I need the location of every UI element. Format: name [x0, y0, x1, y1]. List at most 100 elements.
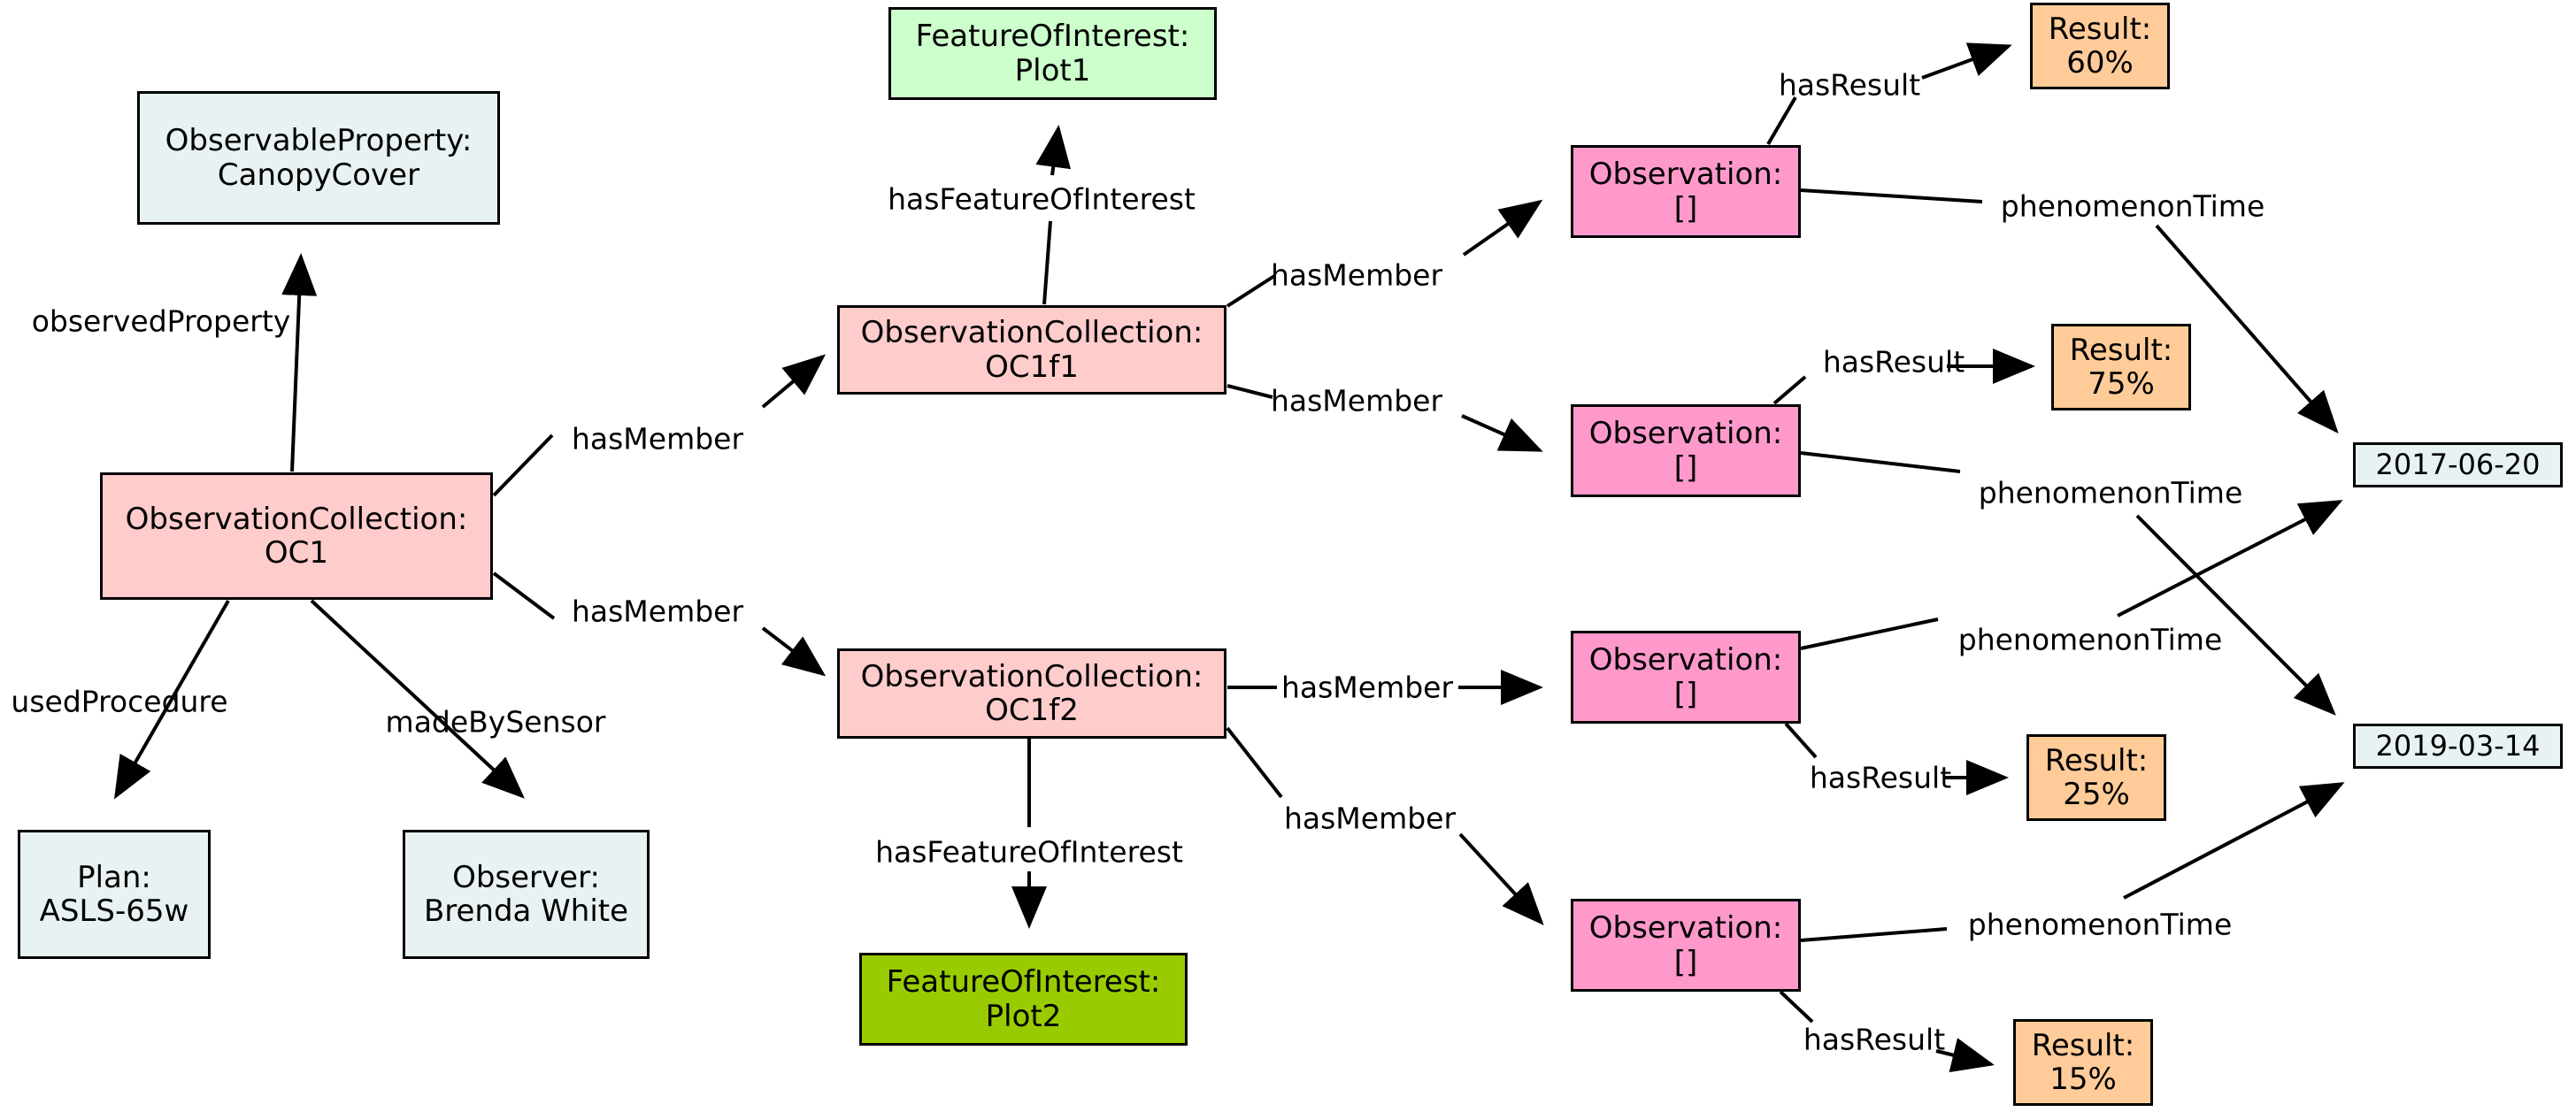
- node-observation-4-line1: Observation:: [1588, 910, 1783, 947]
- node-plot1-line1: FeatureOfInterest:: [915, 19, 1190, 55]
- node-observable-property-line2: CanopyCover: [217, 157, 420, 193]
- node-result-75-line2: 75%: [2088, 366, 2155, 402]
- node-observer-line2: Brenda White: [423, 893, 629, 929]
- edge-label-obs3-hasresult: hasResult: [1809, 760, 1952, 795]
- edge-label-obs4-phenomenontime: phenomenonTime: [1967, 907, 2233, 942]
- node-result-25-line1: Result:: [2044, 742, 2149, 778]
- node-observation-4-line2: []: [1673, 944, 1698, 980]
- edge-label-obs2-hasresult: hasResult: [1822, 344, 1965, 380]
- edge-oc1f1-hasfoi-a: [1042, 220, 1052, 305]
- edge-label-made-by-sensor: madeBySensor: [385, 704, 606, 740]
- node-plan-line1: Plan:: [77, 859, 151, 895]
- edge-oc1f1-hasmember-2a: [1226, 384, 1273, 399]
- edge-label-oc1-hasmember-2: hasMember: [571, 594, 744, 629]
- edge-oc1-hasmember-1a: [492, 433, 554, 497]
- node-observer[interactable]: Observer: Brenda White: [403, 830, 650, 959]
- node-result-75-line1: Result:: [2069, 332, 2173, 368]
- edge-obs2-phenomenontime-b: [2135, 514, 2336, 716]
- node-result-25[interactable]: Result: 25%: [2026, 734, 2166, 821]
- edge-label-oc1f1-hasfoi: hasFeatureOfInterest: [888, 181, 1196, 217]
- edge-obs3-phenomenontime-a: [1800, 617, 1939, 650]
- node-result-15[interactable]: Result: 15%: [2013, 1019, 2153, 1106]
- edge-oc1f1-hasmember-1b: [1462, 199, 1543, 257]
- edge-used-procedure: [114, 600, 230, 800]
- node-observation-4[interactable]: Observation: []: [1571, 899, 1801, 992]
- edge-obs4-hasresult-b: [1935, 1038, 1995, 1073]
- node-date-2019-03-14[interactable]: 2019-03-14: [2353, 724, 2563, 769]
- edge-label-obs1-phenomenontime: phenomenonTime: [2000, 188, 2265, 224]
- node-observation-collection-oc1[interactable]: ObservationCollection: OC1: [100, 472, 493, 600]
- edge-label-used-procedure: usedProcedure: [11, 684, 228, 719]
- edge-paths: [114, 42, 2345, 1073]
- edge-obs4-phenomenontime-a: [1800, 927, 1948, 942]
- edge-obs2-phenomenontime-a: [1800, 451, 1961, 473]
- node-plan-line2: ASLS-65w: [39, 893, 189, 929]
- edge-obs2-hasresult-a: [1772, 375, 1807, 405]
- edge-obs1-phenomenontime-a: [1800, 188, 1983, 203]
- node-observation-2-line1: Observation:: [1588, 416, 1783, 452]
- node-plan[interactable]: Plan: ASLS-65w: [18, 830, 211, 959]
- node-observation-3[interactable]: Observation: []: [1571, 631, 1801, 724]
- edge-obs1-hasresult-a: [1766, 96, 1797, 146]
- node-observation-2[interactable]: Observation: []: [1571, 404, 1801, 497]
- node-observation-collection-oc1f1[interactable]: ObservationCollection: OC1f1: [837, 305, 1226, 395]
- edge-label-obs2-phenomenontime: phenomenonTime: [1978, 475, 2243, 510]
- edge-obs1-hasresult-b: [1921, 42, 2012, 80]
- node-observation-3-line1: Observation:: [1588, 642, 1783, 679]
- node-feature-of-interest-plot2[interactable]: FeatureOfInterest: Plot2: [859, 953, 1188, 1046]
- edge-label-observed-property: observedProperty: [31, 303, 291, 339]
- edge-obs4-hasresult-a: [1779, 990, 1814, 1024]
- edge-label-oc1f2-hasmember-2: hasMember: [1283, 801, 1457, 836]
- node-result-60[interactable]: Result: 60%: [2030, 3, 2170, 89]
- edge-obs3-phenomenontime-b: [2117, 500, 2343, 617]
- node-result-75[interactable]: Result: 75%: [2051, 324, 2191, 410]
- node-plot2-line2: Plot2: [985, 998, 1062, 1034]
- edge-oc1-hasmember-2a: [492, 571, 556, 620]
- node-date-2019-03-14-label: 2019-03-14: [2375, 728, 2541, 763]
- edge-label-oc1-hasmember-1: hasMember: [571, 421, 744, 456]
- edge-oc1f1-hasfoi-b: [1035, 125, 1072, 176]
- node-oc1f1-line1: ObservationCollection:: [860, 315, 1203, 351]
- edge-obs4-phenomenontime-b: [2123, 782, 2345, 900]
- node-observation-1-line2: []: [1673, 190, 1698, 226]
- node-oc1f1-line2: OC1f1: [985, 349, 1079, 385]
- node-observation-2-line2: []: [1673, 449, 1698, 486]
- node-plot1-line2: Plot1: [1014, 52, 1091, 88]
- edge-label-oc1f2-hasmember-1: hasMember: [1280, 670, 1454, 705]
- node-observer-line1: Observer:: [452, 859, 600, 895]
- node-date-2017-06-20-label: 2017-06-20: [2375, 447, 2541, 481]
- edge-observed-property: [281, 253, 318, 472]
- edge-obs3-hasresult-a: [1784, 722, 1818, 759]
- node-result-25-line2: 25%: [2063, 777, 2130, 812]
- node-observable-property-line1: ObservableProperty:: [165, 123, 473, 159]
- edge-oc1-hasmember-1b: [761, 354, 827, 409]
- node-result-60-line1: Result:: [2048, 11, 2152, 47]
- edge-oc1f1-hasmember-1a: [1226, 274, 1276, 308]
- node-result-15-line1: Result:: [2031, 1027, 2135, 1063]
- node-oc1-line1: ObservationCollection:: [125, 501, 468, 537]
- node-observable-property[interactable]: ObservableProperty: CanopyCover: [137, 91, 500, 225]
- edge-oc1-hasmember-2b: [761, 626, 827, 677]
- node-date-2017-06-20[interactable]: 2017-06-20: [2353, 442, 2563, 487]
- node-observation-1-line1: Observation:: [1588, 157, 1783, 193]
- edge-label-obs3-phenomenontime: phenomenonTime: [1957, 622, 2223, 657]
- edge-made-by-sensor: [310, 599, 525, 799]
- edge-oc1f2-hasmember-2b: [1458, 832, 1544, 925]
- edge-oc1f2-hasmember-2a: [1226, 726, 1283, 799]
- node-feature-of-interest-plot1[interactable]: FeatureOfInterest: Plot1: [888, 7, 1217, 100]
- node-result-15-line2: 15%: [2049, 1062, 2117, 1097]
- node-observation-1[interactable]: Observation: []: [1571, 145, 1801, 238]
- node-oc1f2-line1: ObservationCollection:: [860, 658, 1203, 694]
- edge-oc1f1-hasmember-2b: [1461, 414, 1543, 452]
- node-result-60-line2: 60%: [2066, 45, 2134, 81]
- edge-label-oc1f2-hasfoi: hasFeatureOfInterest: [875, 834, 1183, 870]
- node-observation-collection-oc1f2[interactable]: ObservationCollection: OC1f2: [837, 648, 1226, 739]
- node-observation-3-line2: []: [1673, 676, 1698, 712]
- edge-obs1-phenomenontime-b: [2155, 224, 2339, 434]
- edge-label-oc1f1-hasmember-2: hasMember: [1270, 383, 1443, 418]
- edge-label-obs4-hasresult: hasResult: [1803, 1022, 1946, 1057]
- node-plot2-line1: FeatureOfInterest:: [886, 964, 1161, 1001]
- node-oc1-line2: OC1: [264, 535, 329, 571]
